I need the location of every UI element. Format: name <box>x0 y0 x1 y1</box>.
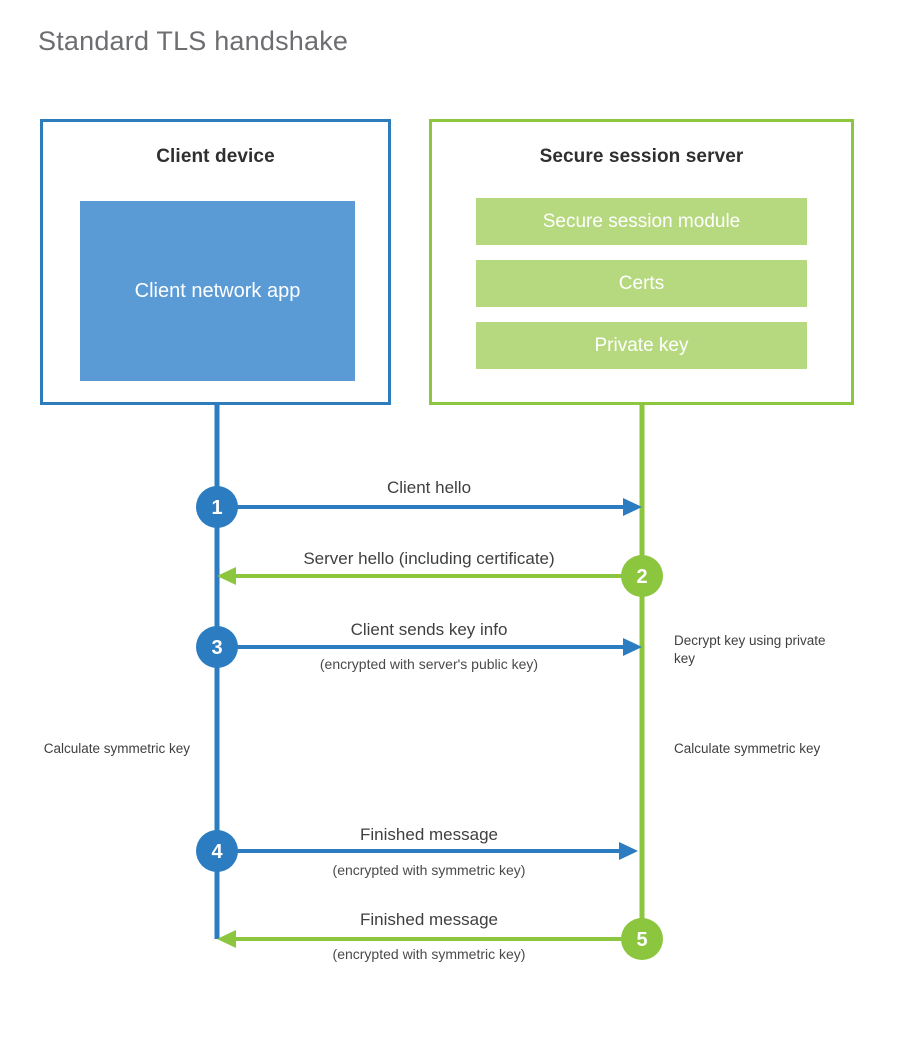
step-badge-5-number: 5 <box>636 929 647 951</box>
step-3-label: Client sends key info <box>350 620 508 639</box>
step-badge-4-number: 4 <box>211 841 223 863</box>
step-1-label: Client hello <box>386 478 472 497</box>
secure-session-server-title: Secure session server <box>539 146 744 167</box>
client-calculate-symmetric-key-note: Calculate symmetric key <box>43 741 190 756</box>
server-module-list: Secure session module Certs Private key <box>476 198 807 384</box>
step-3-arrowhead <box>623 638 642 656</box>
step-5-sublabel: (encrypted with symmetric key) <box>332 946 526 962</box>
step-4-sublabel: (encrypted with symmetric key) <box>332 862 526 878</box>
step-badge-1-number: 1 <box>211 497 222 519</box>
server-module-certs: Certs <box>476 260 807 307</box>
step-badge-2-number: 2 <box>636 566 647 588</box>
client-device-box: Client device Client network app <box>40 119 391 405</box>
server-module-private-key: Private key <box>476 322 807 369</box>
client-device-title: Client device <box>156 146 275 167</box>
step-2-label: Server hello (including certificate) <box>303 549 555 568</box>
server-decrypt-note: Decrypt key using private key <box>674 633 826 666</box>
step-1-arrowhead <box>623 498 642 516</box>
step-badge-3-number: 3 <box>211 637 222 659</box>
step-2-arrowhead <box>217 567 236 585</box>
client-network-app-block: Client network app <box>80 201 355 381</box>
secure-session-server-box: Secure session server Secure session mod… <box>429 119 854 405</box>
server-module-secure-session-module: Secure session module <box>476 198 807 245</box>
step-4-label: Finished message <box>360 825 498 844</box>
step-3-sublabel: (encrypted with server's public key) <box>319 656 539 672</box>
server-calculate-symmetric-key-note: Calculate symmetric key <box>674 741 821 756</box>
page-title: Standard TLS handshake <box>38 26 349 56</box>
step-5-label: Finished message <box>360 910 498 929</box>
